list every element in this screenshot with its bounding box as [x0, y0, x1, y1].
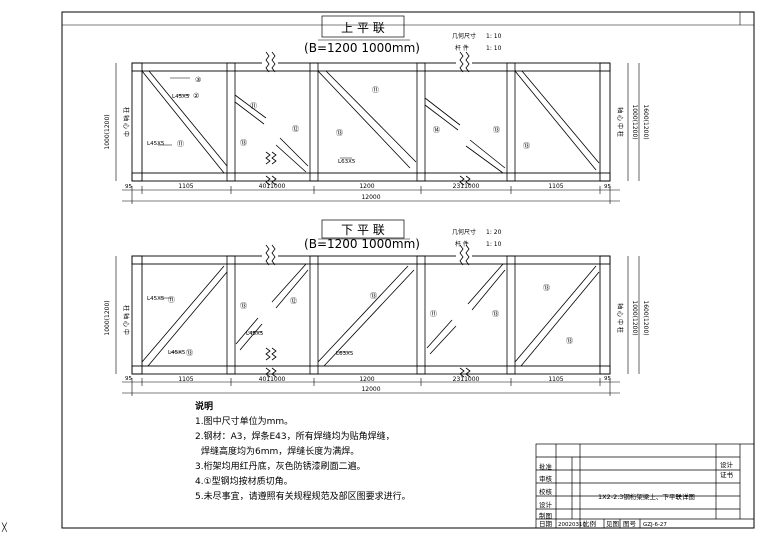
bottom-member-label-4: L63X5 [336, 351, 354, 357]
top-member-label-2: L45X5 [147, 141, 165, 147]
bottom-member-label-1: L45X5 [147, 296, 165, 302]
bottom-edge-dim-right: 95 [604, 376, 611, 382]
top-right-dim-1: 1000(1200) [631, 104, 638, 139]
top-circle-11: ⑬ [523, 142, 530, 150]
top-scale-value-2: 1: 10 [486, 45, 502, 52]
bottom-member-label-3: L45X5 [246, 331, 264, 337]
tb-designer-col-2: 证书 [720, 470, 734, 479]
title-block [535, 443, 755, 529]
corner-mark: ╳ [1, 522, 8, 532]
top-left-dim: 1000(1200) [104, 114, 111, 149]
top-edge-dim-right: 95 [604, 184, 611, 190]
bottom-circle-4: ⑬ [240, 302, 247, 310]
top-view-title: 上 平 联 [341, 21, 385, 35]
note-item-2: 2.钢材：A3，焊条E43，所有焊缝均为贴角焊缝， [195, 432, 395, 442]
tb-bottom-4: GZJ-6-27 [643, 522, 667, 528]
top-circle-3: ⑪ [177, 140, 184, 148]
top-circle-8: ⑬ [336, 129, 343, 137]
top-scale-label-2: 杆 件 [455, 44, 469, 52]
bottom-right-dim-2: 1600(1200) [642, 300, 649, 335]
bottom-plan-view: 下 平 联 (B=1200 1000mm) 几何尺寸 1: 20 杆 件 1: … [104, 219, 649, 396]
tb-drawing-title: 1X2-2.3钢桁架梁上、下平联详图 [598, 492, 695, 501]
tb-designer-col-1: 设计 [720, 460, 734, 469]
note-item-5: 4.①型钢均按材质切角。 [195, 477, 293, 487]
top-scale-label-1: 几何尺寸 [452, 32, 476, 40]
top-edge-dim-left: 95 [125, 184, 132, 190]
bottom-circle-9: ⑬ [566, 337, 573, 345]
top-circle-4: ⑪ [250, 102, 257, 110]
bottom-bottom-dim-4: 2311000 [453, 376, 480, 383]
bottom-circle-3: ⑫ [290, 297, 297, 305]
tb-bottom-1: 比例 [583, 519, 596, 528]
top-bottom-dim-4: 2311000 [453, 183, 480, 190]
top-member-label-3: L63X5 [338, 159, 356, 165]
top-right-dim-2: 1600(1200) [642, 104, 649, 139]
bottom-edge-dim-left: 95 [125, 376, 132, 382]
tb-row-5: 制图 [539, 511, 552, 520]
top-circle-1: ③ [195, 76, 201, 84]
bottom-left-side-text: 柱 轴 心 中 [122, 305, 130, 335]
top-circle-2: ② [193, 92, 199, 100]
top-bottom-dim-3: 1200 [359, 183, 374, 190]
top-circle-10: ⑬ [493, 126, 500, 134]
top-circle-5: ⑫ [292, 125, 299, 133]
top-total-dim: 12000 [361, 194, 380, 201]
bottom-bottom-dim-2: 4011000 [259, 376, 286, 383]
top-bottom-dim-1: 1105 [178, 183, 193, 190]
bottom-scale-label-1: 几何尺寸 [452, 228, 476, 236]
bottom-bottom-dim-1: 1105 [178, 376, 193, 383]
top-bottom-dim-5: 1105 [548, 183, 563, 190]
note-item-1: 1.图中尺寸单位为mm。 [195, 417, 294, 427]
bottom-right-side-text: 轴 心 中 柱 [616, 303, 624, 333]
bottom-bottom-dim-3: 1200 [359, 376, 374, 383]
note-item-3: 焊缝高度均为6mm，焊缝长度为满焊。 [201, 447, 360, 457]
bottom-circle-2: ⑬ [186, 349, 193, 357]
top-circle-6: ⑬ [240, 139, 247, 147]
bottom-circle-1: ⑪ [168, 296, 175, 304]
top-view-subtitle: (B=1200 1000mm) [304, 41, 420, 55]
top-scale-value-1: 1: 10 [486, 33, 502, 40]
top-right-side-text: 轴 心 中 柱 [616, 107, 624, 137]
tb-row-4: 设计 [539, 500, 553, 509]
top-member-label-1: L45X5 [172, 94, 190, 100]
bottom-scale-label-2: 杆 件 [455, 240, 469, 248]
notes-panel: 说明 1.图中尺寸单位为mm。 2.钢材：A3，焊条E43，所有焊缝均为贴角焊缝… [195, 400, 525, 505]
tb-bottom-3: 图号 [623, 520, 637, 528]
bottom-view-title: 下 平 联 [341, 223, 385, 237]
top-left-side-text: 柱 轴 心 中 [122, 107, 130, 137]
bottom-scale-value-1: 1: 20 [486, 229, 502, 236]
note-item-6: 5.未尽事宜，请遵照有关规程规范及部区图要求进行。 [195, 492, 411, 502]
tb-bottom-2: 见图 [606, 520, 619, 528]
sheet-border [61, 11, 755, 529]
bottom-right-dim-1: 1000(1200) [631, 300, 638, 335]
bottom-member-label-2: L45X5 [168, 350, 186, 356]
bottom-view-subtitle: (B=1200 1000mm) [304, 237, 420, 251]
bottom-scale-value-2: 1: 10 [486, 241, 502, 248]
top-circle-9: ⑭ [433, 126, 440, 134]
top-circle-7: ⑪ [372, 86, 379, 94]
top-plan-view: 上 平 联 (B=1200 1000mm) 几何尺寸 1: 10 杆 件 1: … [104, 15, 649, 204]
notes-heading: 说明 [195, 402, 214, 412]
bottom-bottom-dim-5: 1105 [548, 376, 563, 383]
tb-row-3: 校核 [539, 487, 553, 496]
note-item-4: 3.桁架均用红丹底，灰色防锈漆刷面二遍。 [195, 462, 366, 472]
bottom-circle-6: ⑪ [430, 310, 437, 318]
tb-date-value: 20020310 [558, 522, 586, 528]
tb-row-2: 审核 [539, 474, 553, 483]
bottom-total-dim: 12000 [361, 386, 380, 393]
tb-row-6: 日期 [539, 520, 553, 528]
bottom-circle-7: ⑬ [492, 310, 499, 318]
bottom-circle-8: ⑬ [543, 284, 550, 292]
top-bottom-dim-2: 4011000 [259, 183, 286, 190]
bottom-left-dim: 1000(1200) [104, 300, 111, 335]
tb-row-1: 批准 [539, 462, 553, 471]
bottom-circle-5: ⑬ [370, 292, 377, 300]
